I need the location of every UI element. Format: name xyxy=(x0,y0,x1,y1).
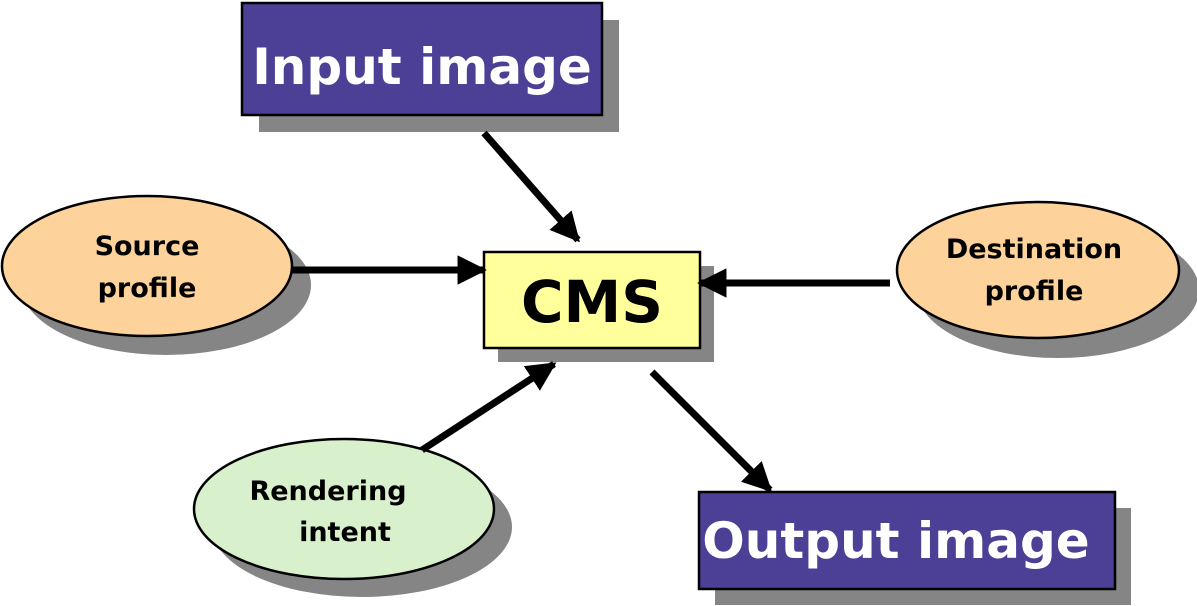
arrow-intent-to-cms xyxy=(420,361,557,453)
destination-profile-label-line2: profile xyxy=(985,276,1084,307)
output-image-label: Output image xyxy=(702,512,1089,570)
rendering-intent-oval xyxy=(192,437,496,581)
source-profile-oval xyxy=(0,194,294,338)
rendering-intent-node: Rendering intent xyxy=(192,437,512,597)
arrow-input-to-cms xyxy=(481,130,581,243)
input-image-box xyxy=(240,1,604,117)
destination-profile-label-line1: Destination xyxy=(946,234,1122,265)
input-image-node: Input image xyxy=(240,1,619,132)
destination-profile-node: Destination profile xyxy=(895,200,1197,358)
cms-label: CMS xyxy=(521,268,663,336)
rendering-intent-label-line2: intent xyxy=(299,517,391,548)
output-image-box xyxy=(697,490,1117,591)
rendering-intent-label-line1: Rendering xyxy=(249,476,406,507)
source-profile-label-line2: profile xyxy=(98,273,197,304)
source-profile-node: Source profile xyxy=(0,194,311,355)
arrow-cms-to-output xyxy=(649,369,773,493)
source-profile-label-line1: Source xyxy=(95,231,200,262)
output-image-node: Output image xyxy=(697,490,1131,605)
cms-box xyxy=(482,250,702,350)
destination-profile-oval xyxy=(895,200,1181,340)
input-image-label: Input image xyxy=(252,38,592,96)
cms-node: CMS xyxy=(482,250,714,362)
